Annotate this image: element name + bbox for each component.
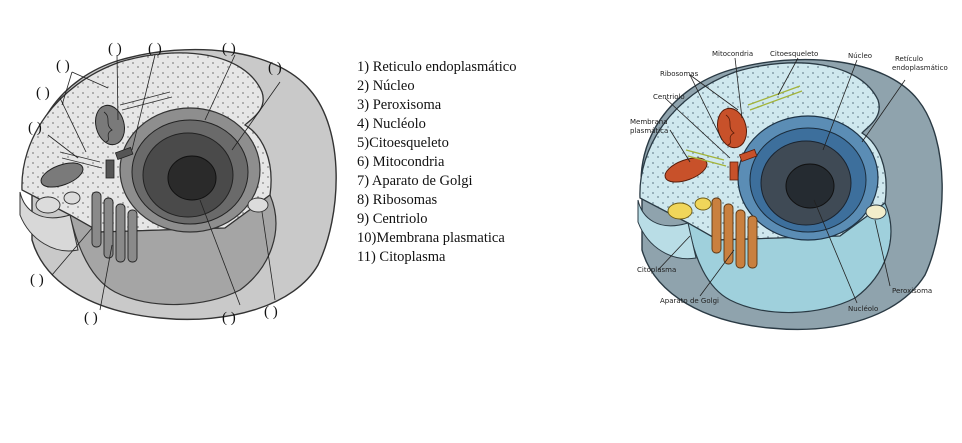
legend-item: 8) Ribosomas xyxy=(357,191,516,210)
label-mitocondria: Mitocondria xyxy=(712,50,753,58)
label-nucleo: Núcleo xyxy=(848,52,872,60)
legend-item: 3) Peroxisoma xyxy=(357,96,516,115)
blank-marker: ( ) xyxy=(148,41,162,57)
legend-item: 5)Citoesqueleto xyxy=(357,134,516,153)
blank-marker: ( ) xyxy=(222,310,236,326)
right-cell-diagram: Mitocondria Citoesqueleto Núcleo Retícul… xyxy=(630,50,948,329)
label-membrana-2: plasmática xyxy=(630,127,668,135)
blank-marker: ( ) xyxy=(268,60,282,76)
blank-marker: ( ) xyxy=(264,304,278,320)
right-nucleolus xyxy=(786,164,834,208)
blank-marker: ( ) xyxy=(56,58,70,74)
organelle-legend: 1) Reticulo endoplasmático 2) Núcleo 3) … xyxy=(357,58,516,267)
blank-marker: ( ) xyxy=(30,272,44,288)
label-reticulo-1: Retículo xyxy=(895,55,923,63)
label-peroxisoma: Peroxisoma xyxy=(892,287,932,295)
legend-item: 9) Centriolo xyxy=(357,210,516,229)
blank-marker: ( ) xyxy=(36,85,50,101)
label-centriolo: Centriolo xyxy=(653,93,685,101)
legend-item: 7) Aparato de Golgi xyxy=(357,172,516,191)
label-membrana-1: Membrana xyxy=(630,118,668,126)
label-reticulo-2: endoplasmático xyxy=(892,64,948,72)
legend-item: 11) Citoplasma xyxy=(357,248,516,267)
blank-marker: ( ) xyxy=(84,310,98,326)
legend-item: 6) Mitocondria xyxy=(357,153,516,172)
label-nucleolo: Nucléolo xyxy=(848,305,878,313)
left-cell-diagram: ( ) ( ) ( ) ( ) ( ) ( ) ( ) ( ) ( ) ( ) … xyxy=(20,41,336,326)
legend-item: 1) Reticulo endoplasmático xyxy=(357,58,516,77)
blank-marker: ( ) xyxy=(108,41,122,57)
label-ribosomas: Ribosomas xyxy=(660,70,699,78)
left-nucleolus xyxy=(168,156,216,200)
legend-item: 2) Núcleo xyxy=(357,77,516,96)
left-peroxisome xyxy=(248,198,268,212)
blank-marker: ( ) xyxy=(222,41,236,57)
blank-marker: ( ) xyxy=(28,120,42,136)
left-centriole xyxy=(106,160,114,178)
label-golgi: Aparato de Golgi xyxy=(660,297,719,305)
label-citoesqueleto: Citoesqueleto xyxy=(770,50,818,58)
legend-item: 4) Nucléolo xyxy=(357,115,516,134)
legend-item: 10)Membrana plasmatica xyxy=(357,229,516,248)
label-citoplasma: Citoplasma xyxy=(637,266,676,274)
right-centriole xyxy=(730,162,738,180)
right-peroxisome xyxy=(866,205,886,219)
